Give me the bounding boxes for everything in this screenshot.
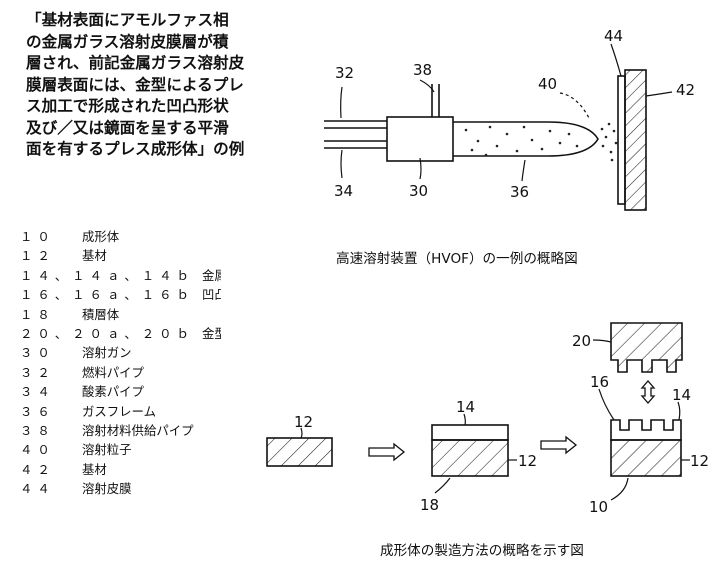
legend-number: ４０ (20, 442, 55, 458)
relief-coating (610, 419, 682, 441)
legend-label: 金型 (202, 325, 221, 341)
legend-label: 溶射粒子 (82, 442, 132, 458)
legend-label: 燃料パイプ (82, 364, 144, 380)
claim-line: 「基材表面にアモルファス相 (26, 11, 229, 29)
hvof-diagram: 32 38 40 44 42 34 30 36 (324, 27, 695, 211)
label-substrate: 42 (676, 81, 695, 99)
substrate-block (431, 439, 509, 477)
label-mold: 20 (572, 332, 591, 350)
legend-label: ガスフレーム (82, 403, 156, 419)
leader-lines (340, 43, 673, 182)
legend-label: 凹凸 (202, 287, 221, 303)
label-relief: 16 (590, 373, 609, 391)
legend-number: ３８ (20, 422, 55, 438)
process-arrow (540, 435, 578, 455)
legend-number: ３０ (20, 345, 55, 361)
legend-number: １２ (20, 248, 55, 264)
press-mold (610, 322, 683, 373)
claim-line: ス加工で形成された凹凸形状 (26, 97, 229, 115)
legend-number: ３４ (20, 384, 55, 400)
label-oxygen-pipe: 34 (334, 182, 353, 200)
legend-label: 酸素パイプ (82, 384, 144, 400)
claim-line: 層され、前記金属ガラス溶射皮 (26, 54, 245, 72)
claim-line: 面を有するプレス成形体」の例 (26, 140, 245, 158)
legend-label: 溶射ガン (82, 345, 132, 361)
claim-line: 膜層表面には、金型によるプレ (26, 75, 244, 94)
label-fuel-pipe: 32 (335, 64, 354, 82)
legend-number: ４４ (20, 481, 55, 497)
substrate-block (266, 437, 333, 467)
legend-number: ３６ (20, 403, 55, 419)
claim-text: 「基材表面にアモルファス相 の金属ガラス溶射皮膜層が積 層され、前記金属ガラス溶… (26, 10, 288, 161)
legend-label: 溶射材料供給パイプ (82, 422, 194, 438)
legend-number: ４２ (20, 461, 55, 477)
legend-number: １４、１４ａ、１４ｂ (20, 267, 194, 283)
label-laminate: 18 (420, 496, 439, 514)
press-direction-arrow (640, 380, 656, 404)
label-coating-2: 14 (672, 386, 691, 404)
label-substrate-2: 12 (518, 452, 537, 470)
oxygen-pipe (324, 140, 387, 149)
legend-label: 溶射皮膜 (82, 481, 132, 497)
flame-particles (464, 125, 579, 157)
legend-label: 成形体 (82, 229, 120, 244)
process-arrow (368, 442, 406, 462)
fuel-pipe (324, 120, 387, 129)
label-coating: 44 (604, 27, 623, 45)
legend-label: 基材 (82, 248, 107, 264)
claim-line: の金属ガラス溶射皮膜層が積 (26, 32, 229, 51)
legend-label: 積層体 (82, 306, 120, 322)
spray-gun-body (386, 116, 454, 162)
substrate-block (610, 439, 682, 477)
legend-number: ２０、２０ａ、２０ｂ (20, 325, 194, 341)
legend-number: １６、１６ａ、１６ｂ (20, 287, 194, 303)
legend-number: １８ (20, 306, 55, 322)
label-coating-layer: 14 (456, 398, 475, 416)
coating-layer (431, 424, 509, 441)
legend-label: 基材 (82, 461, 107, 477)
legend-label: 金属 (202, 267, 221, 283)
label-flame: 36 (510, 183, 529, 201)
legend-number: ３２ (20, 364, 55, 380)
spray-particles (600, 122, 618, 162)
label-substrate-3: 12 (690, 452, 709, 470)
process-diagram: 12 14 12 18 20 16 14 12 (266, 322, 709, 516)
label-particles: 40 (538, 75, 557, 93)
label-substrate-1: 12 (294, 413, 313, 431)
process-caption: 成形体の製造方法の概略を示す図 (380, 543, 584, 559)
claim-line: 及び／又は鏡面を呈する平滑 (26, 118, 229, 137)
gas-flame (453, 121, 599, 157)
target-substrate (624, 69, 647, 211)
label-feed-pipe: 38 (413, 61, 432, 79)
label-gun: 30 (409, 182, 428, 200)
feed-pipe (431, 84, 440, 117)
hvof-caption: 高速溶射装置（HVOF）の一例の概略図 (336, 251, 578, 267)
spray-coating (617, 75, 626, 205)
legend-number: １０ (20, 229, 55, 244)
label-product: 10 (589, 498, 608, 516)
